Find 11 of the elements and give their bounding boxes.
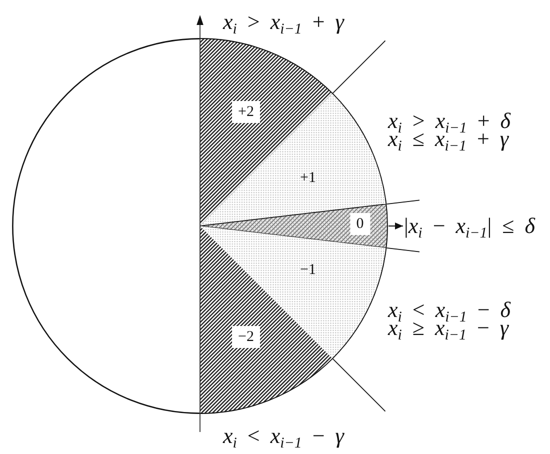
sector-label: +1 <box>299 168 317 188</box>
circle <box>12 38 388 414</box>
sector-label: +2 <box>232 101 260 123</box>
arrow <box>388 222 404 230</box>
sector-label: −1 <box>299 261 317 280</box>
hatched-sector <box>200 38 333 226</box>
hatched-sector <box>200 226 333 414</box>
condition-label: x$_{i}$ < x$_{i−1}$ − δ <box>388 301 510 319</box>
condition-label: x$_{i}$ > x$_{i−1}$ + δ <box>388 112 510 130</box>
sector-label: 0 <box>350 212 370 235</box>
sector-label: −2 <box>232 326 260 348</box>
